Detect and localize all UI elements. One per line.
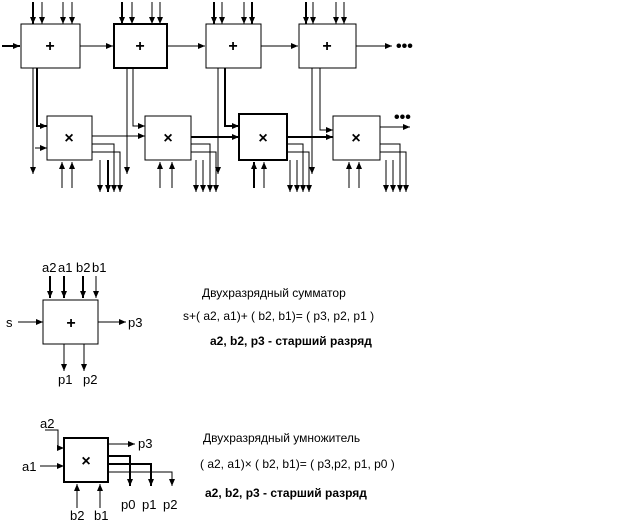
multiplier-symbol: × xyxy=(64,130,73,147)
adder-box xyxy=(113,23,168,69)
multiplier-note: a2, b2, p3 - старший разряд xyxy=(205,486,367,500)
input-label-a1: a1 xyxy=(22,459,36,474)
carry-out-label: p3 xyxy=(128,315,142,330)
adder-symbol: + xyxy=(66,315,75,332)
multiplier-symbol: × xyxy=(163,130,172,147)
input-label-a2: a2 xyxy=(42,260,56,275)
multiplier-box xyxy=(144,115,192,161)
input-label-b1: b1 xyxy=(94,508,108,523)
adder-box xyxy=(205,23,262,69)
continuation-dots: ••• xyxy=(394,109,411,126)
input-label-a1: a1 xyxy=(58,260,72,275)
output-label-p2: p2 xyxy=(83,372,97,387)
input-label-b2: b2 xyxy=(70,508,84,523)
adder-legend: + a2 a1 b2 b1 s p3 p1 p2 xyxy=(6,260,142,387)
carry-in-label: s xyxy=(6,315,13,330)
continuation-dots: ••• xyxy=(396,38,413,55)
multiplier-box xyxy=(46,115,93,161)
multiplier-formula: ( a2, a1)× ( b2, b1)= ( p3,p2, p1, p0 ) xyxy=(200,457,395,471)
input-label-b2: b2 xyxy=(76,260,90,275)
input-label-b1: b1 xyxy=(92,260,106,275)
multiplier-legend: × a2 a1 b2 b1 p3 p0 p1 p2 xyxy=(22,416,177,523)
output-label-p1: p1 xyxy=(58,372,72,387)
output-label-p2: p2 xyxy=(163,497,177,512)
multiplier-symbol: × xyxy=(351,130,360,147)
output-label-p3: p3 xyxy=(138,436,152,451)
output-label-p0: p0 xyxy=(121,497,135,512)
adder-formula: s+( a2, a1)+ ( b2, b1)= ( p3, p2, p1 ) xyxy=(183,309,374,323)
adder-symbol: + xyxy=(228,38,237,55)
adder-symbol: + xyxy=(135,38,144,55)
adder-box xyxy=(298,23,357,69)
multiplier-box xyxy=(238,113,288,161)
multiplier-title: Двухразрядный умножитель xyxy=(203,431,360,445)
adder-symbol: + xyxy=(45,38,54,55)
multiplier-symbol: × xyxy=(258,130,267,147)
adder-title: Двухразрядный сумматор xyxy=(202,286,346,300)
multiplier-symbol: × xyxy=(81,453,90,470)
adder-note: a2, b2, p3 - старший разряд xyxy=(210,334,372,348)
adder-box xyxy=(20,23,81,69)
adder-row xyxy=(2,2,392,174)
output-label-p1: p1 xyxy=(142,497,156,512)
multiplier-row xyxy=(35,113,410,192)
adder-symbol: + xyxy=(322,38,331,55)
input-label-a2: a2 xyxy=(40,416,54,431)
multiplier-box xyxy=(332,115,381,161)
